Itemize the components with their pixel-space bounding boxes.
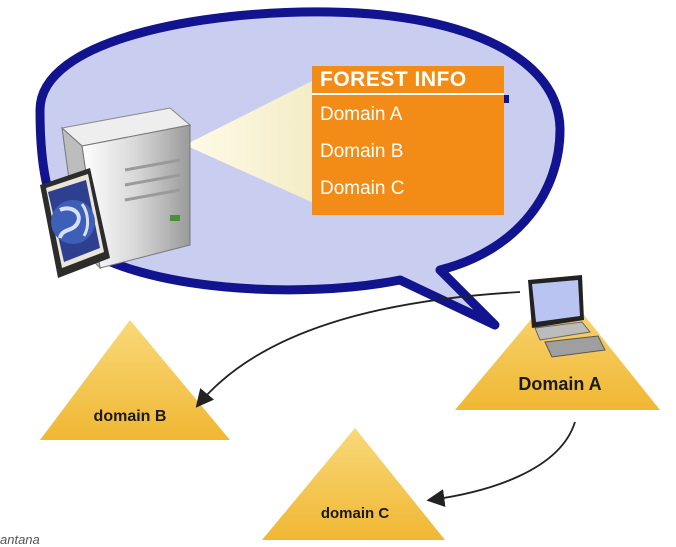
arrow-to-domain-b	[195, 291, 521, 408]
domain-c-label: domain C	[320, 505, 390, 522]
workstation-icon	[528, 275, 606, 358]
corner-caption: antana	[0, 532, 40, 547]
domain-b-triangle[interactable]	[40, 320, 230, 440]
forest-info-panel: FOREST INFO Domain A Domain B Domain C	[312, 66, 504, 215]
domain-a-label: Domain A	[518, 374, 602, 394]
forest-info-domain-a: Domain A	[320, 104, 403, 125]
domain-b-label: domain B	[93, 408, 167, 425]
info-beam	[185, 78, 318, 205]
forest-info-title: FOREST INFO	[312, 66, 504, 95]
forest-info-domain-c: Domain C	[320, 178, 405, 199]
domain-c-triangle[interactable]	[262, 428, 445, 540]
globe-book-icon	[40, 168, 110, 278]
forest-info-domain-b: Domain B	[320, 141, 404, 162]
arrow-to-domain-c	[426, 421, 576, 508]
forest-info-list: Domain A Domain B Domain C	[312, 95, 504, 215]
